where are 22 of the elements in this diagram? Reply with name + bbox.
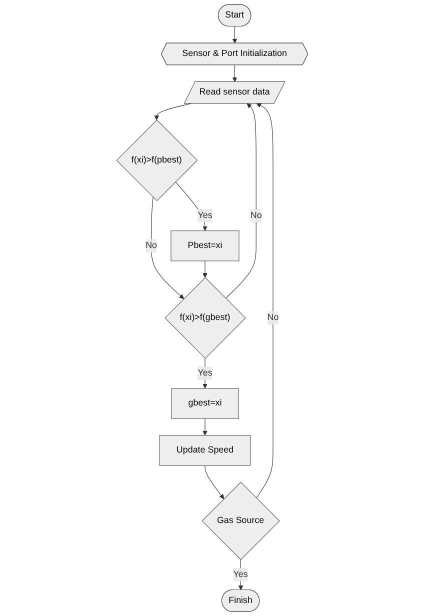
arrow [174,182,208,232]
node-diamond: f(xi)>f(pbest) [116,120,198,202]
node-box: Pbest=xi [170,230,240,262]
arrow [202,418,208,436]
arrow [150,196,184,300]
edge-label: Yes [197,368,212,378]
node-diamond: Gas Source [202,482,280,560]
arrow [154,103,191,120]
edge-label: No [145,240,157,250]
edge-label: No [267,312,278,322]
arrow [202,260,208,278]
arrow [232,26,237,44]
arrow [204,465,224,500]
arrow [232,64,237,82]
node-box: gbest=xi [170,388,239,419]
node-diamond: f(xi)>f(gbest) [164,277,246,359]
arrow [256,103,273,498]
arrow [225,103,256,299]
node-box: Update Speed [159,435,250,466]
edge-label: No [250,210,262,220]
edge-label: Yes [197,210,212,220]
edge-label: Yes [232,570,248,580]
